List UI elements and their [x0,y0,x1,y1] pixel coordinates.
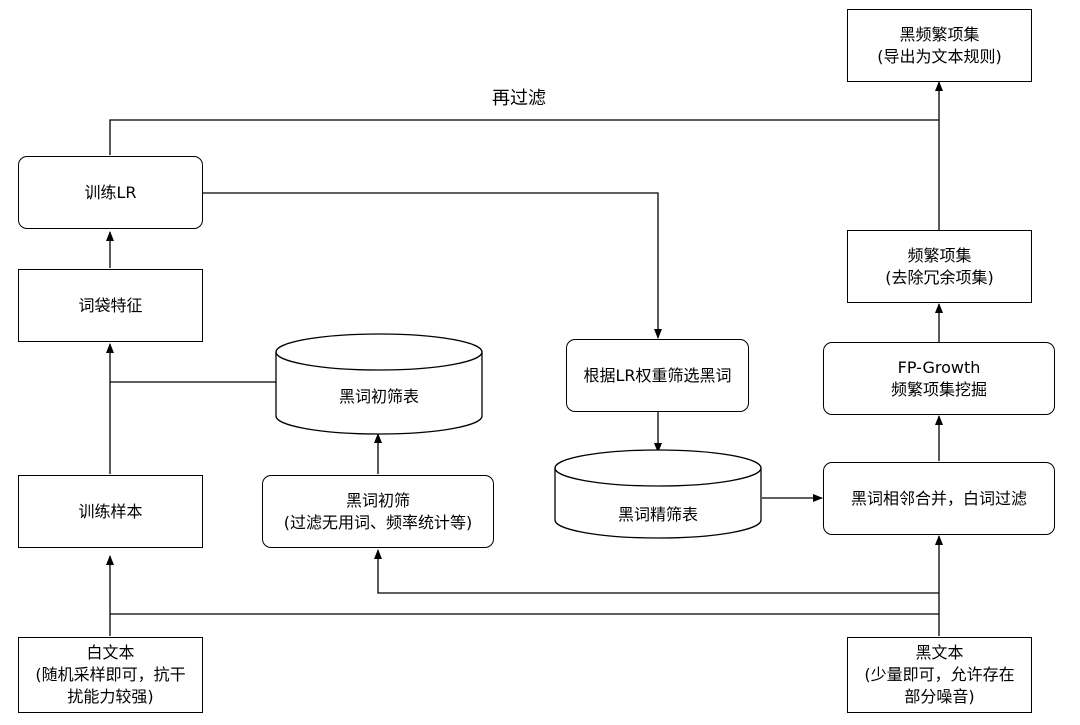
freq-itemsets-node: 频繁项集 (去除冗余项集) [847,230,1032,303]
bow-features-label: 词袋特征 [78,295,143,315]
black-coarse-table-label: 黑词初筛表 [338,387,419,406]
black-text-line3: 部分噪音) [904,687,975,706]
train-samples-node: 训练样本 [18,475,203,548]
white-text-line3: 扰能力较强) [67,687,154,706]
black-text-line2: (少量即可，允许存在 [864,665,1015,684]
lr-weight-select-node: 根据LR权重筛选黑词 [566,339,749,412]
refilter-edge-label: 再过滤 [492,88,546,109]
black-freq-itemsets-line2: (导出为文本规则) [877,46,1002,66]
freq-itemsets-line1: 频繁项集 [907,245,972,265]
fp-growth-line2: 频繁项集挖掘 [890,379,987,399]
lr-weight-select-label: 根据LR权重筛选黑词 [583,365,732,385]
black-coarse-table-cylinder [275,333,483,435]
fp-growth-line1: FP-Growth [897,357,981,377]
black-text-node: 黑文本 (少量即可，允许存在 部分噪音) [847,637,1032,713]
edge-black-text-to-coarse-filter [374,549,939,594]
train-lr-node: 训练LR [18,156,203,229]
white-text-node: 白文本 (随机采样即可，抗干 扰能力较强) [18,637,203,713]
black-fine-table-cylinder [554,449,762,539]
bow-features-node: 词袋特征 [18,269,203,342]
train-samples-label: 训练样本 [78,501,143,521]
black-coarse-filter-line1: 黑词初筛 [345,490,410,510]
merge-filter-label: 黑词相邻合并，白词过滤 [850,488,1027,508]
black-coarse-filter-node: 黑词初筛 (过滤无用词、频率统计等) [262,475,494,548]
train-lr-label: 训练LR [84,182,137,202]
edge-train-lr-to-weight-select [202,192,662,339]
black-coarse-filter-line2: (过滤无用词、频率统计等) [283,512,473,532]
freq-itemsets-line2: (去除冗余项集) [885,267,994,287]
black-freq-itemsets-node: 黑频繁项集 (导出为文本规则) [847,9,1032,82]
black-fine-table-label: 黑词精筛表 [617,505,698,524]
edge-refilter [109,119,939,155]
merge-filter-node: 黑词相邻合并，白词过滤 [823,462,1055,535]
black-freq-itemsets-line1: 黑频繁项集 [899,24,980,44]
black-text-line1: 黑文本 [915,643,964,662]
white-text-line2: (随机采样即可，抗干 [35,665,186,684]
white-text-line1: 白文本 [86,643,135,662]
fp-growth-node: FP-Growth 频繁项集挖掘 [823,342,1055,415]
